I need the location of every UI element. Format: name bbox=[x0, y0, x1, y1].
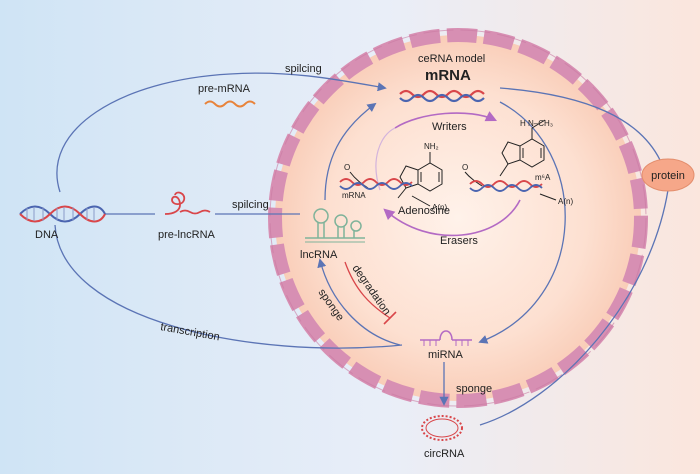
edge-dna-to-mrna bbox=[56, 72, 387, 193]
circrna-icon bbox=[421, 415, 463, 441]
adenosine-molecule bbox=[397, 152, 443, 199]
mrna-left-strand bbox=[339, 171, 431, 207]
edge-protein-to-circ bbox=[479, 189, 669, 426]
pre-mrna-label: pre-mRNA bbox=[198, 83, 251, 95]
edge-mrna-to-protein bbox=[499, 87, 661, 161]
cap-right: O bbox=[462, 163, 468, 172]
edge-lnc-to-mrna bbox=[324, 102, 377, 201]
edge-dna-to-mirna bbox=[54, 224, 403, 349]
sponge-bottom-label: sponge bbox=[456, 383, 492, 395]
protein-label: protein bbox=[651, 170, 685, 182]
mirna-icon bbox=[420, 330, 472, 346]
m6a-cycle bbox=[375, 111, 521, 237]
mrna-title: mRNA bbox=[425, 67, 471, 84]
edge-mirna-to-lnc bbox=[317, 258, 401, 346]
lncrna-label: lncRNA bbox=[300, 249, 338, 261]
lncrna-icon bbox=[305, 208, 365, 243]
cell-membrane bbox=[268, 28, 648, 408]
nh2-label: NH₂ bbox=[424, 142, 439, 151]
pre-lncrna-icon bbox=[164, 191, 211, 215]
cerna-model-label: ceRNA model bbox=[418, 53, 485, 65]
degradation-inhibit bbox=[344, 261, 397, 325]
dna-label: DNA bbox=[35, 229, 59, 241]
writers-arrow bbox=[394, 111, 498, 129]
circrna-label: circRNA bbox=[424, 448, 465, 460]
m6a-label: m⁶A bbox=[535, 173, 551, 182]
erasers-arrow bbox=[383, 199, 521, 237]
mirna-label: miRNA bbox=[428, 349, 463, 361]
pre-mrna-squiggle bbox=[204, 100, 256, 108]
pre-lncrna-label: pre-lncRNA bbox=[158, 229, 216, 241]
outer-connectors bbox=[54, 72, 669, 426]
cap-left: O bbox=[344, 163, 350, 172]
splicing-top-label: spilcing bbox=[285, 63, 322, 75]
mrna-strand-icon bbox=[399, 89, 485, 103]
erasers-label: Erasers bbox=[440, 235, 478, 247]
cell bbox=[268, 28, 648, 408]
splicing-mid-label: spilcing bbox=[232, 199, 269, 211]
polya-left: A(n) bbox=[432, 203, 447, 212]
cell-body bbox=[275, 35, 641, 401]
polya-right: A(n) bbox=[558, 197, 573, 206]
inner-connectors bbox=[317, 101, 566, 406]
mrna-right-strand bbox=[464, 171, 557, 201]
methyl-label: H N–CH₃ bbox=[520, 119, 553, 128]
edge-mrna-to-mirna bbox=[478, 101, 566, 344]
adenosine-label: Adenosine bbox=[398, 205, 450, 217]
mrna-small-label: mRNA bbox=[342, 191, 366, 200]
m6a-molecule bbox=[499, 119, 546, 177]
protein-node: protein bbox=[641, 158, 695, 192]
dna-helix-icon bbox=[19, 205, 106, 223]
writers-label: Writers bbox=[432, 121, 467, 133]
